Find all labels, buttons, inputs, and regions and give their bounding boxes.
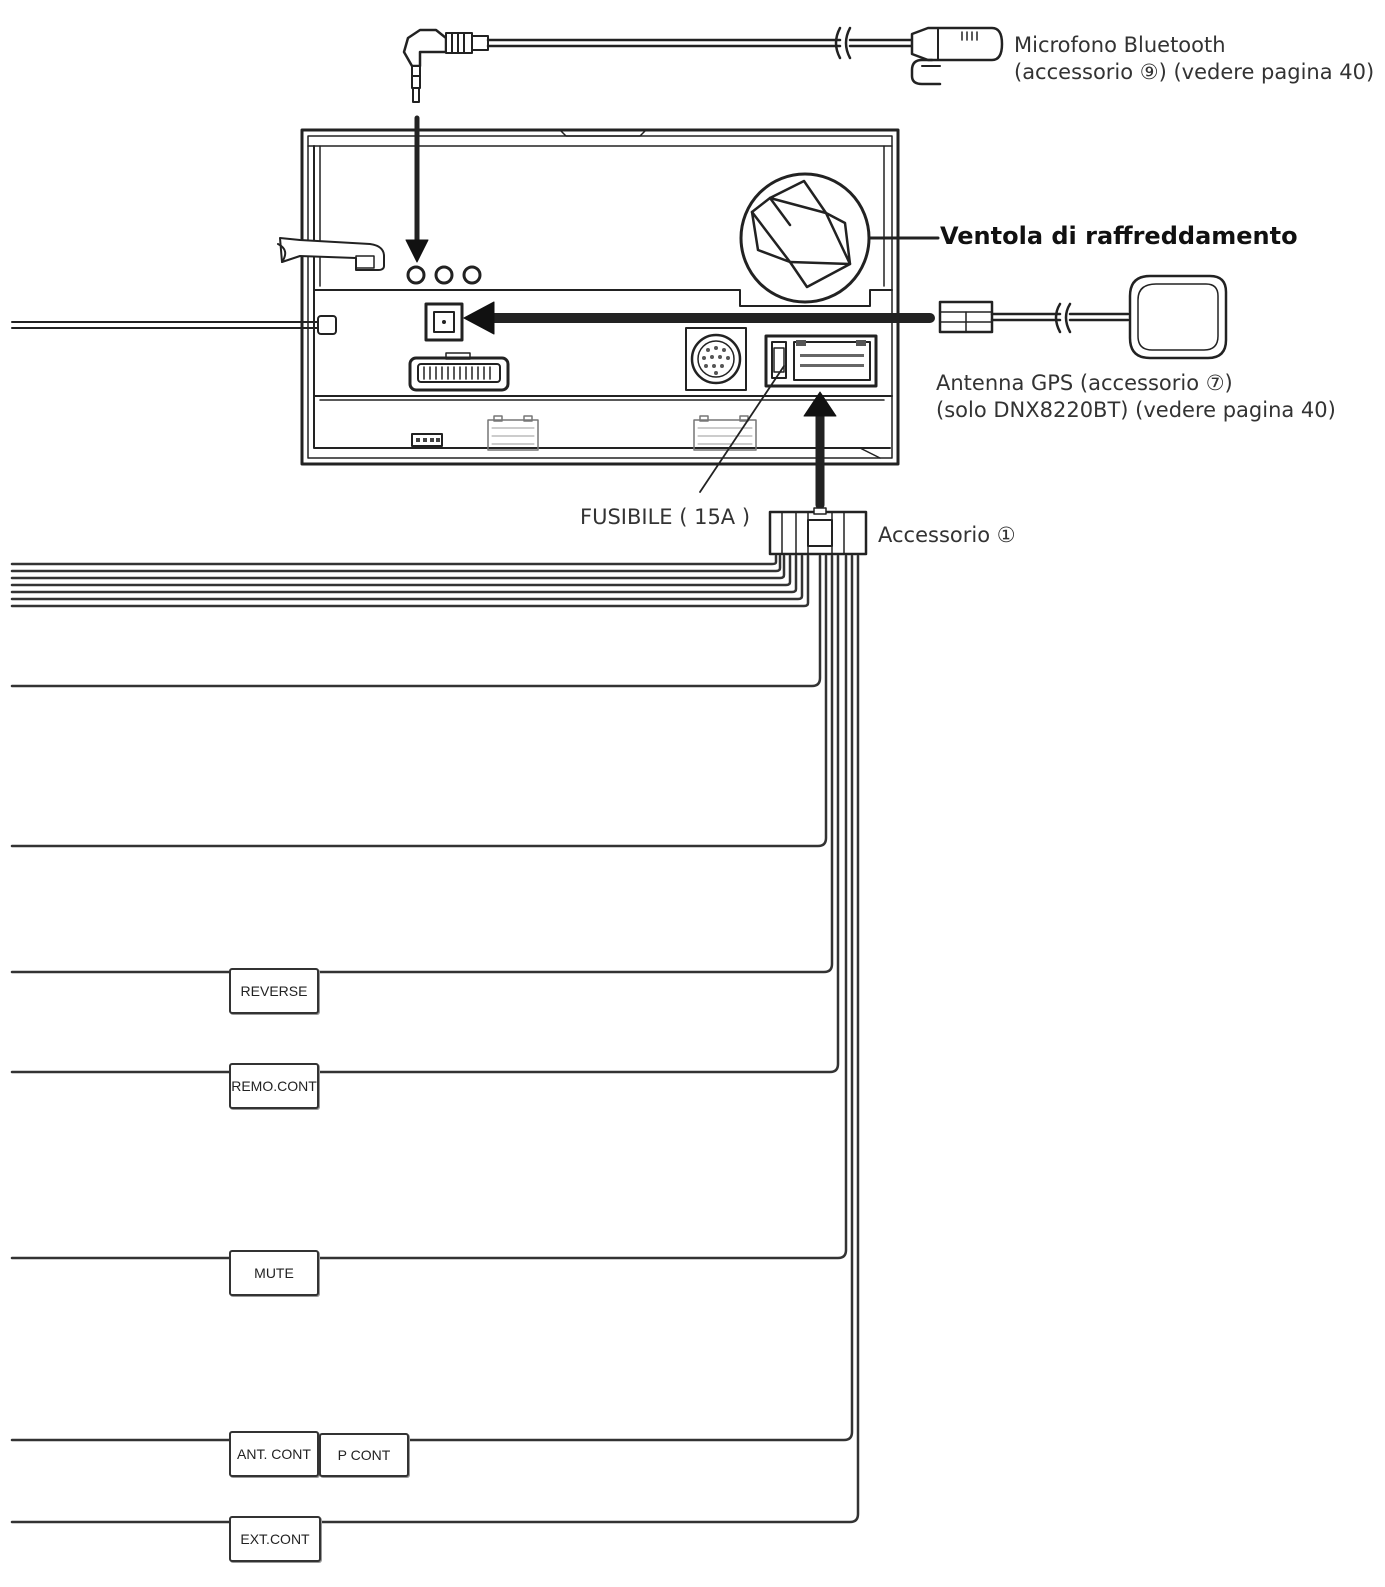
gps-antenna-label-line1: Antenna GPS (accessorio ⑦) [936, 371, 1233, 395]
gps-antenna-label-line2: (solo DNX8220BT) (vedere pagina 40) [936, 398, 1336, 422]
harness-wires [10, 554, 860, 1524]
cooling-fan-label: Ventola di raffreddamento [940, 222, 1298, 250]
gps-antenna-label: Antenna GPS (accessorio ⑦) (solo DNX8220… [936, 370, 1336, 424]
bluetooth-mic-label: Microfono Bluetooth (accessorio ⑨) (vede… [1014, 32, 1374, 86]
bluetooth-microphone-cable [402, 26, 1004, 103]
side-wire [11, 321, 319, 329]
mic-connection-arrow [405, 115, 429, 263]
fuse-label: FUSIBILE ( 15A ) [580, 505, 751, 529]
gps-antenna [938, 274, 1228, 360]
fuse-pointer [699, 365, 785, 493]
bluetooth-mic-label-line1: Microfono Bluetooth [1014, 33, 1226, 57]
power-control-wire-tag: P CONT [319, 1433, 409, 1477]
harness-connection-arrow [803, 391, 837, 510]
main-unit [277, 128, 900, 466]
gps-connection-arrow [463, 301, 935, 335]
external-control-wire-tag: EXT.CONT [229, 1516, 321, 1562]
mute-wire-tag: MUTE [229, 1250, 319, 1296]
accessory-1-connector [768, 507, 868, 556]
bluetooth-mic-label-line2: (accessorio ⑨) (vedere pagina 40) [1014, 60, 1375, 84]
antenna-control-wire-tag: ANT. CONT [229, 1431, 319, 1477]
remote-control-wire-tag: REMO.CONT [229, 1063, 319, 1109]
reverse-wire-tag: REVERSE [229, 968, 319, 1014]
accessory-1-label: Accessorio ① [878, 523, 1016, 547]
